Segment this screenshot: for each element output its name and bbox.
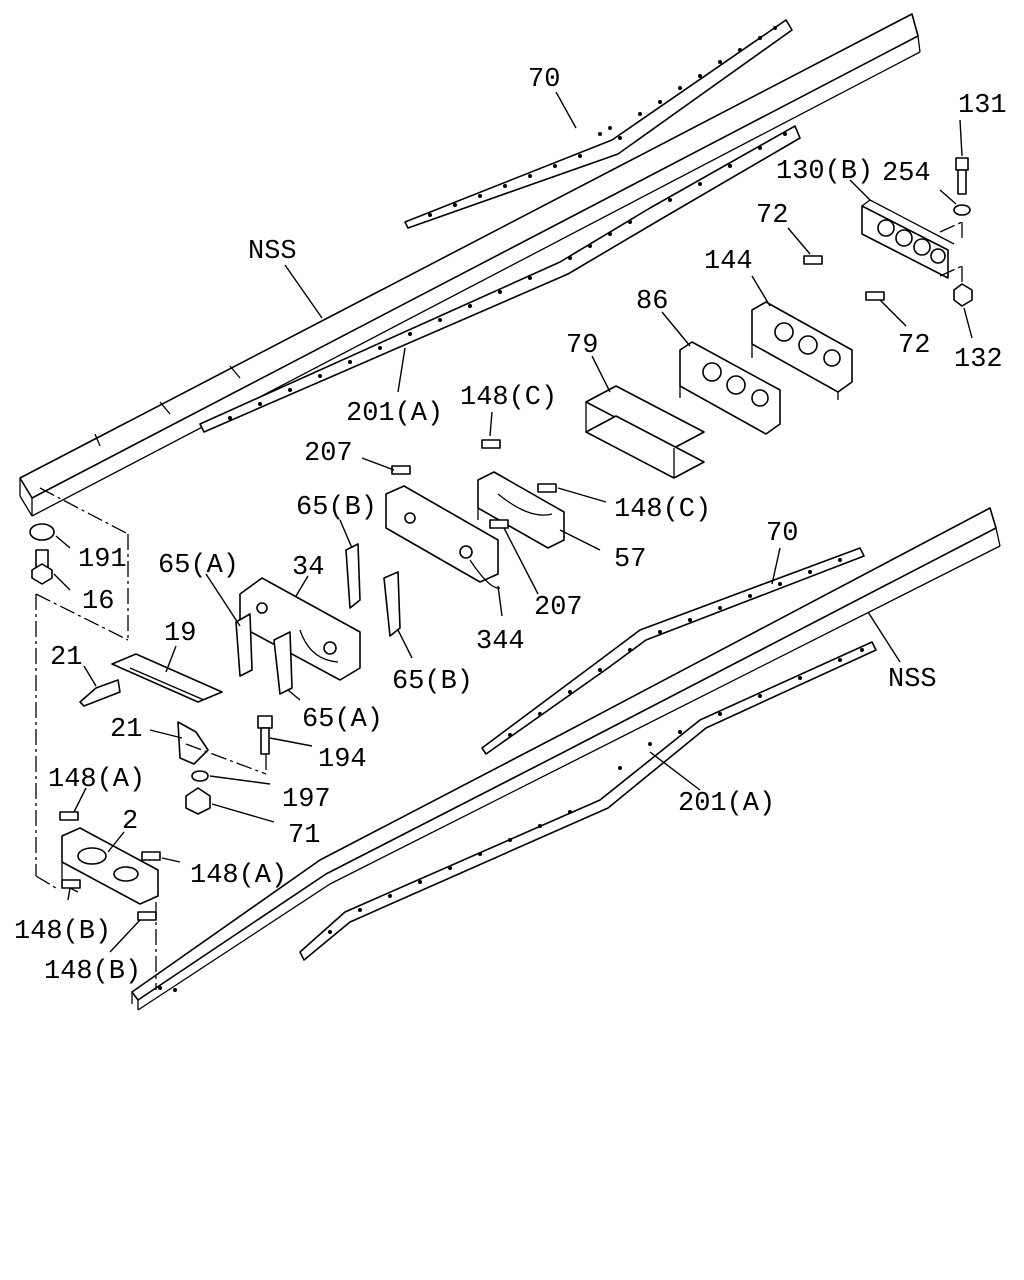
label-148c-mid: 148(C) bbox=[614, 495, 711, 525]
label-65a-left: 65(A) bbox=[158, 551, 239, 581]
label-148a-left: 148(A) bbox=[48, 765, 145, 795]
gussets-65 bbox=[235, 543, 401, 695]
bracket-21-upper bbox=[79, 679, 121, 707]
upper-frame-rail bbox=[19, 13, 921, 517]
label-194: 194 bbox=[318, 745, 367, 775]
crossmember-34 bbox=[239, 577, 361, 681]
label-19: 19 bbox=[164, 619, 196, 649]
label-148a-right: 148(A) bbox=[190, 861, 287, 891]
callout-labels: 70 131 130(B) 254 NSS 72 144 86 72 132 7… bbox=[14, 65, 1007, 987]
label-148b-top: 148(B) bbox=[14, 917, 111, 947]
crossmember-86 bbox=[679, 341, 781, 435]
label-191: 191 bbox=[78, 545, 127, 575]
label-207-mid: 207 bbox=[534, 593, 583, 623]
label-65b-mid: 65(B) bbox=[392, 667, 473, 697]
crossmember-144 bbox=[751, 301, 853, 400]
label-21-top: 21 bbox=[50, 643, 82, 673]
crossmember-130b bbox=[861, 199, 955, 279]
label-nss-top: NSS bbox=[248, 237, 297, 267]
lower-inner-rail-201a bbox=[299, 641, 877, 961]
label-71: 71 bbox=[288, 821, 320, 851]
upper-inner-rail-201a bbox=[199, 125, 801, 433]
crossmember-57 bbox=[477, 471, 565, 549]
label-207-top: 207 bbox=[304, 439, 353, 469]
label-72-top: 72 bbox=[756, 201, 788, 231]
label-131: 131 bbox=[958, 91, 1007, 121]
crossmember-19 bbox=[111, 653, 223, 703]
label-65a-mid: 65(A) bbox=[302, 705, 383, 735]
crossmember-2 bbox=[61, 827, 159, 905]
label-34: 34 bbox=[292, 553, 324, 583]
label-144: 144 bbox=[704, 247, 753, 277]
assembly-lines bbox=[35, 221, 963, 990]
label-79: 79 bbox=[566, 331, 598, 361]
label-57: 57 bbox=[614, 545, 646, 575]
crossmember-79 bbox=[585, 385, 705, 479]
label-201a-top: 201(A) bbox=[346, 399, 443, 429]
label-132: 132 bbox=[954, 345, 1003, 375]
label-70-mid: 70 bbox=[766, 519, 798, 549]
label-197: 197 bbox=[282, 785, 331, 815]
lower-frame-rail bbox=[131, 507, 1001, 1011]
label-65b-top: 65(B) bbox=[296, 493, 377, 523]
lower-reinforcement-70 bbox=[481, 547, 865, 755]
label-72-right: 72 bbox=[898, 331, 930, 361]
label-201a-bot: 201(A) bbox=[678, 789, 775, 819]
label-21-mid: 21 bbox=[110, 715, 142, 745]
label-130b: 130(B) bbox=[776, 157, 873, 187]
leader-lines bbox=[53, 91, 973, 953]
label-148b-bot: 148(B) bbox=[44, 957, 141, 987]
label-86: 86 bbox=[636, 287, 668, 317]
label-344: 344 bbox=[476, 627, 525, 657]
label-2: 2 bbox=[122, 807, 138, 837]
label-70-top: 70 bbox=[528, 65, 560, 95]
bracket-21-lower bbox=[177, 721, 209, 765]
label-16: 16 bbox=[82, 587, 114, 617]
upper-reinforcement-70 bbox=[404, 19, 793, 229]
label-nss-mid: NSS bbox=[888, 665, 937, 695]
label-254: 254 bbox=[882, 159, 931, 189]
fasteners bbox=[29, 157, 973, 921]
label-148c-top: 148(C) bbox=[460, 383, 557, 413]
